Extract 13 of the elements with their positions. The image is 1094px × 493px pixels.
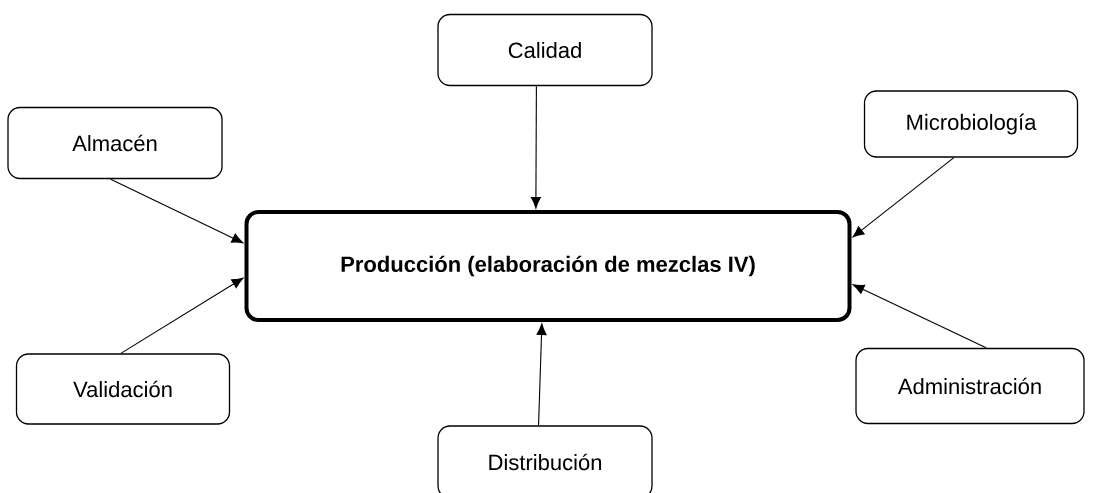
arrow — [120, 277, 244, 354]
department-box: Validación — [15, 353, 231, 425]
arrow — [852, 284, 987, 349]
department-box: Distribución — [437, 425, 653, 493]
arrow — [530, 85, 541, 209]
arrow — [110, 178, 244, 244]
department-box: Administración — [855, 347, 1085, 425]
arrow — [852, 157, 955, 238]
arrow — [536, 323, 547, 426]
department-box: Almacén — [7, 106, 223, 180]
main-process-box: Producción (elaboración de mezclas IV) — [244, 210, 852, 322]
department-box: Microbiología — [863, 90, 1079, 158]
department-box: Calidad — [437, 13, 653, 87]
